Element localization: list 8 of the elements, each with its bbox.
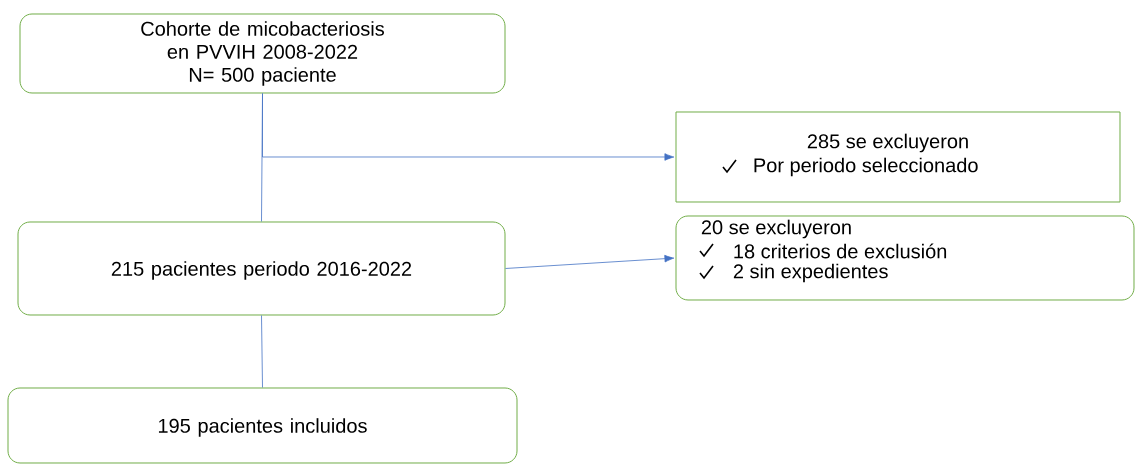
process-box: Cohorte de micobacteriosis en PVVIH 2008-2022 N= 500 paciente (19, 13, 506, 94)
arrow (505, 254, 675, 269)
process-box: 195 pacientes incluidos (7, 387, 518, 464)
process-box: 20 se excluyeron 18 criterios de exclusión 2 sin expedientes (675, 215, 1135, 301)
connector-line (261, 315, 263, 388)
arrow (262, 93, 675, 161)
process-box: 215 pacientes periodo 2016-2022 (17, 221, 506, 316)
process-box: 285 se excluyeron Por periodo seleccionado (675, 111, 1121, 203)
